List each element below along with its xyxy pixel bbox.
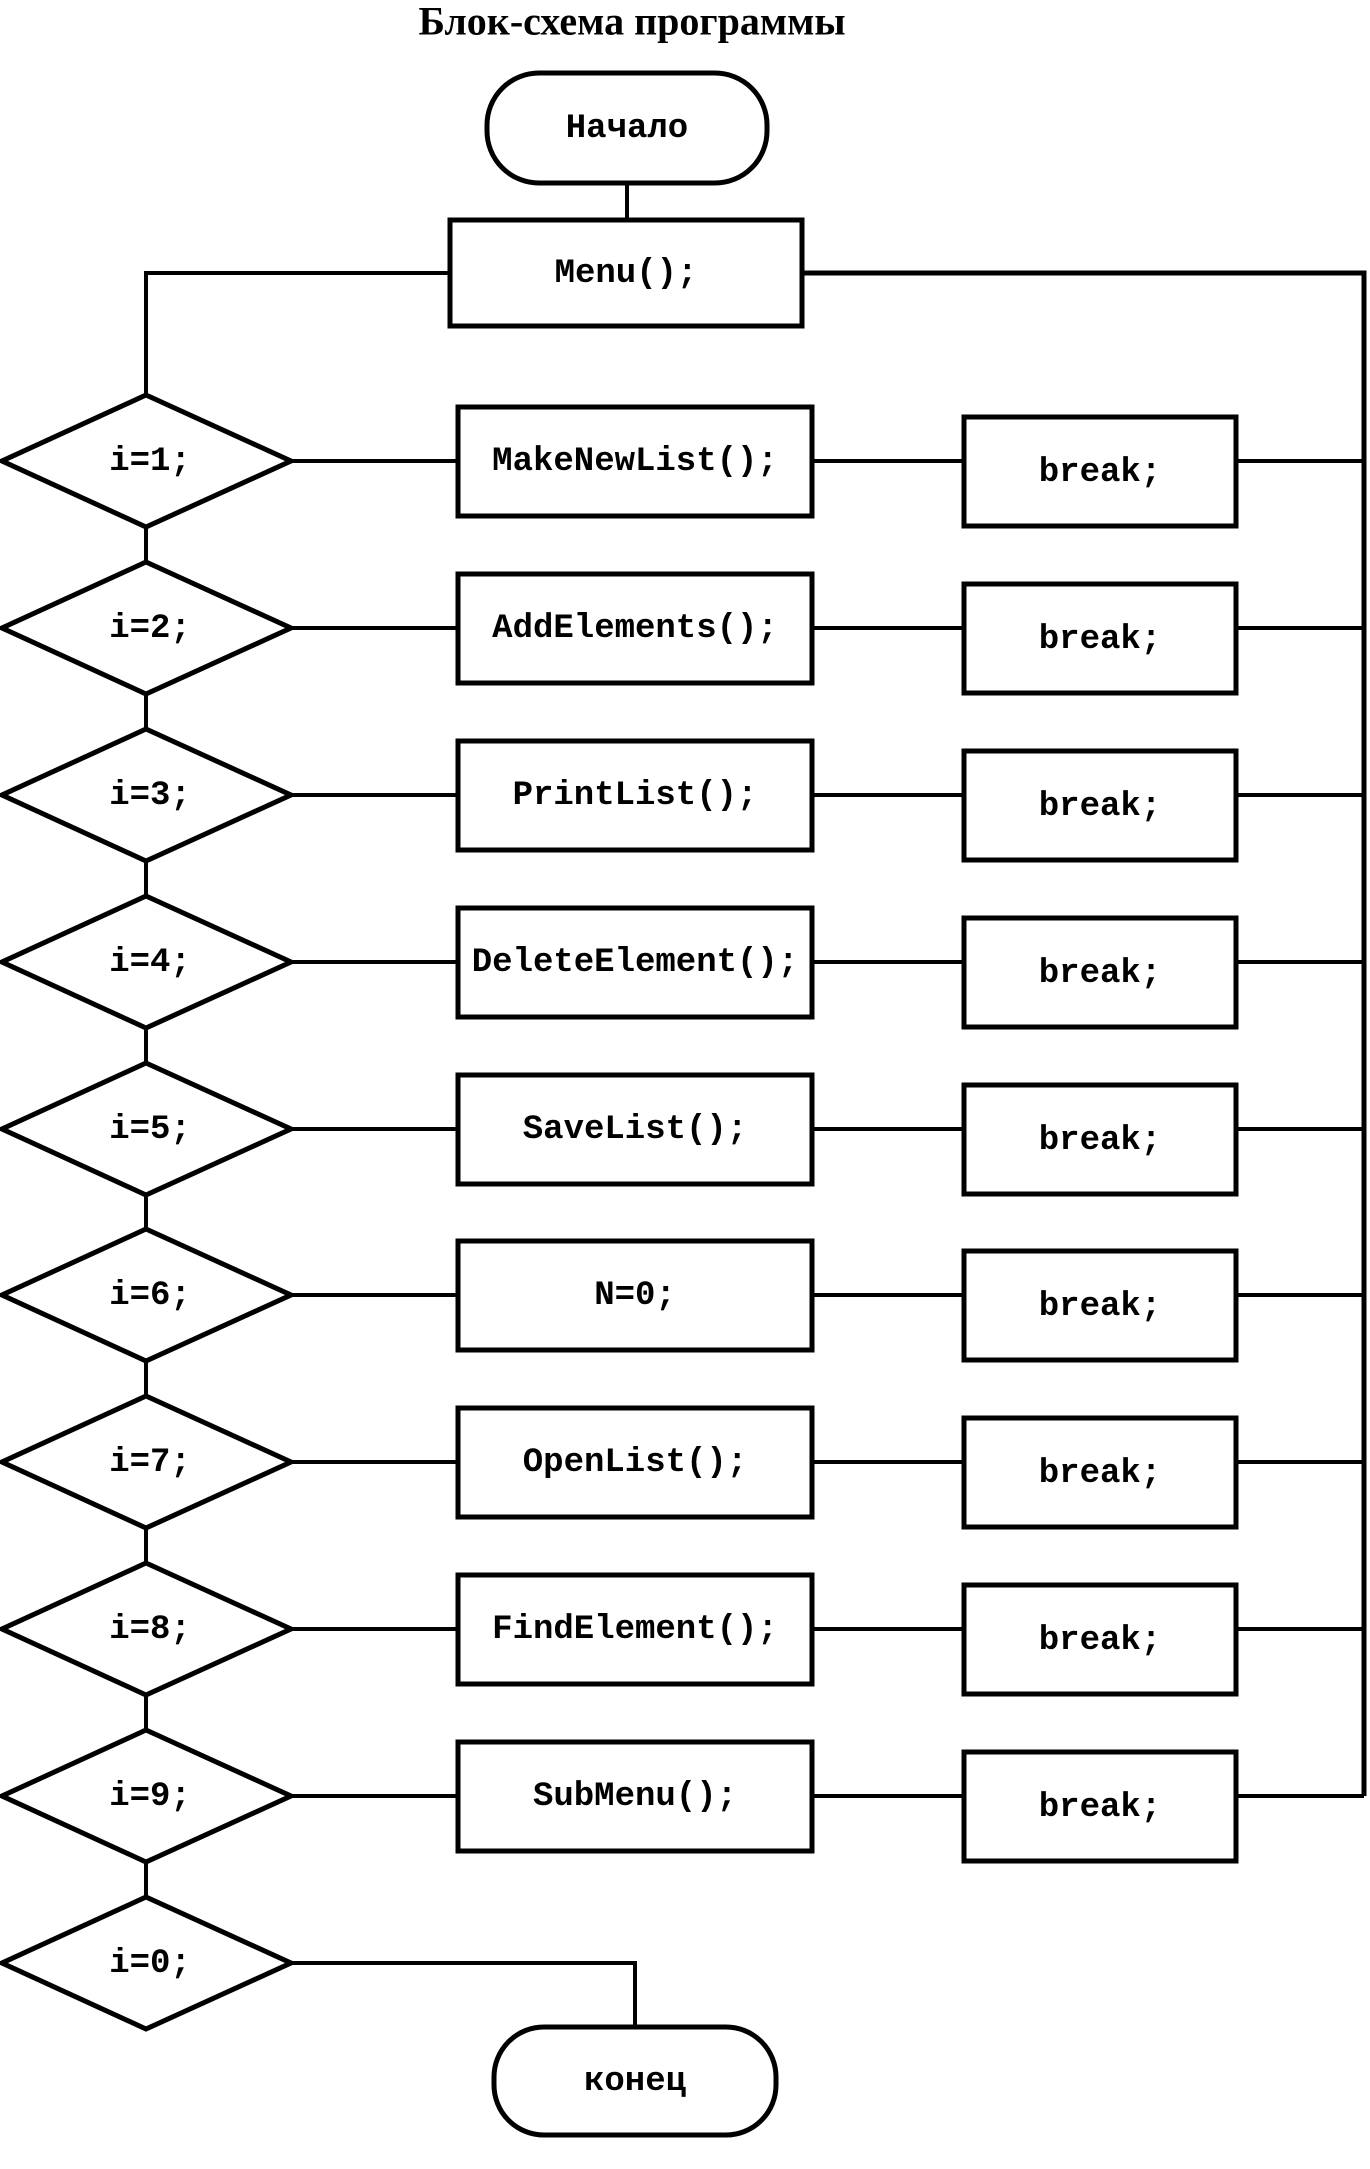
process-label-3: PrintList(); bbox=[513, 777, 758, 815]
break-label-6: break; bbox=[1039, 1288, 1161, 1326]
connector-menu-to-decisions bbox=[144, 271, 450, 395]
break-box-8 bbox=[961, 1582, 1239, 1697]
case-row-3: i=3; PrintList(); break; bbox=[0, 726, 1364, 864]
process-box-2 bbox=[455, 571, 815, 686]
break-label-5: break; bbox=[1039, 1122, 1161, 1160]
decision-label-8: i=8; bbox=[109, 1611, 191, 1649]
connector-final-to-end bbox=[291, 1961, 637, 2027]
process-label-9: SubMenu(); bbox=[533, 1778, 737, 1816]
process-label-1: MakeNewList(); bbox=[492, 443, 778, 481]
break-box-2 bbox=[961, 581, 1239, 696]
process-label-8: FindElement(); bbox=[492, 1611, 778, 1649]
page-title: Блок-схема программы bbox=[418, 0, 845, 44]
decision-label-5: i=5; bbox=[109, 1111, 191, 1149]
decision-label-9: i=9; bbox=[109, 1778, 191, 1816]
decision-label-2: i=2; bbox=[109, 610, 191, 648]
case-row-9: i=9; SubMenu(); break; bbox=[0, 1727, 1364, 1865]
decision-label-7: i=7; bbox=[109, 1444, 191, 1482]
case-row-4: i=4; DeleteElement(); break; bbox=[0, 893, 1364, 1031]
decision-label-6: i=6; bbox=[109, 1277, 191, 1315]
decision-label-1: i=1; bbox=[109, 443, 191, 481]
break-label-9: break; bbox=[1039, 1789, 1161, 1827]
break-box-7 bbox=[961, 1415, 1239, 1530]
case-row-2: i=2; AddElements(); break; bbox=[0, 559, 1364, 697]
decision-diamond-5 bbox=[0, 1060, 298, 1198]
break-label-4: break; bbox=[1039, 955, 1161, 993]
break-label-2: break; bbox=[1039, 621, 1161, 659]
case-row-6: i=6; N=0; break; bbox=[0, 1226, 1364, 1364]
process-box-9 bbox=[455, 1739, 815, 1854]
break-box-3 bbox=[961, 748, 1239, 863]
break-label-8: break; bbox=[1039, 1622, 1161, 1660]
decision-label-final: i=0; bbox=[109, 1945, 191, 1983]
break-label-1: break; bbox=[1039, 454, 1161, 492]
decision-diamond-6 bbox=[0, 1226, 298, 1364]
decision-diamond-9 bbox=[0, 1727, 298, 1865]
process-box-8 bbox=[455, 1572, 815, 1687]
start-terminal-label: Начало bbox=[566, 110, 688, 148]
process-label-6: N=0; bbox=[594, 1277, 676, 1315]
decision-diamond-3 bbox=[0, 726, 298, 864]
case-row-8: i=8; FindElement(); break; bbox=[0, 1560, 1364, 1698]
break-box-4 bbox=[961, 915, 1239, 1030]
decision-diamond-final bbox=[0, 1894, 298, 2032]
end-terminal bbox=[491, 2024, 779, 2138]
case-row-7: i=7; OpenList(); break; bbox=[0, 1393, 1364, 1531]
end-terminal-label: конец bbox=[584, 2063, 687, 2101]
decision-label-4: i=4; bbox=[109, 944, 191, 982]
menu-process-box bbox=[447, 217, 805, 329]
case-row-5: i=5; SaveList(); break; bbox=[0, 1060, 1364, 1198]
process-box-6 bbox=[455, 1238, 815, 1353]
process-label-4: DeleteElement(); bbox=[472, 944, 798, 982]
decision-diamond-7 bbox=[0, 1393, 298, 1531]
process-label-7: OpenList(); bbox=[523, 1444, 747, 1482]
menu-process-label: Menu(); bbox=[555, 255, 698, 293]
decision-diamond-8 bbox=[0, 1560, 298, 1698]
process-box-1 bbox=[455, 404, 815, 519]
process-box-3 bbox=[455, 738, 815, 853]
decision-label-3: i=3; bbox=[109, 777, 191, 815]
decision-diamond-1 bbox=[0, 392, 298, 530]
decision-diamond-2 bbox=[0, 559, 298, 697]
connector-return-rail bbox=[802, 270, 1367, 1796]
process-box-5 bbox=[455, 1072, 815, 1187]
break-box-6 bbox=[961, 1248, 1239, 1363]
process-label-2: AddElements(); bbox=[492, 610, 778, 648]
decision-diamond-4 bbox=[0, 893, 298, 1031]
process-label-5: SaveList(); bbox=[523, 1111, 747, 1149]
start-terminal bbox=[484, 70, 770, 186]
process-box-4 bbox=[455, 905, 815, 1020]
case-row-1: i=1; MakeNewList(); break; bbox=[0, 392, 1364, 530]
break-box-5 bbox=[961, 1082, 1239, 1197]
break-label-3: break; bbox=[1039, 788, 1161, 826]
process-box-7 bbox=[455, 1405, 815, 1520]
break-label-7: break; bbox=[1039, 1455, 1161, 1493]
break-box-1 bbox=[961, 414, 1239, 529]
break-box-9 bbox=[961, 1749, 1239, 1864]
